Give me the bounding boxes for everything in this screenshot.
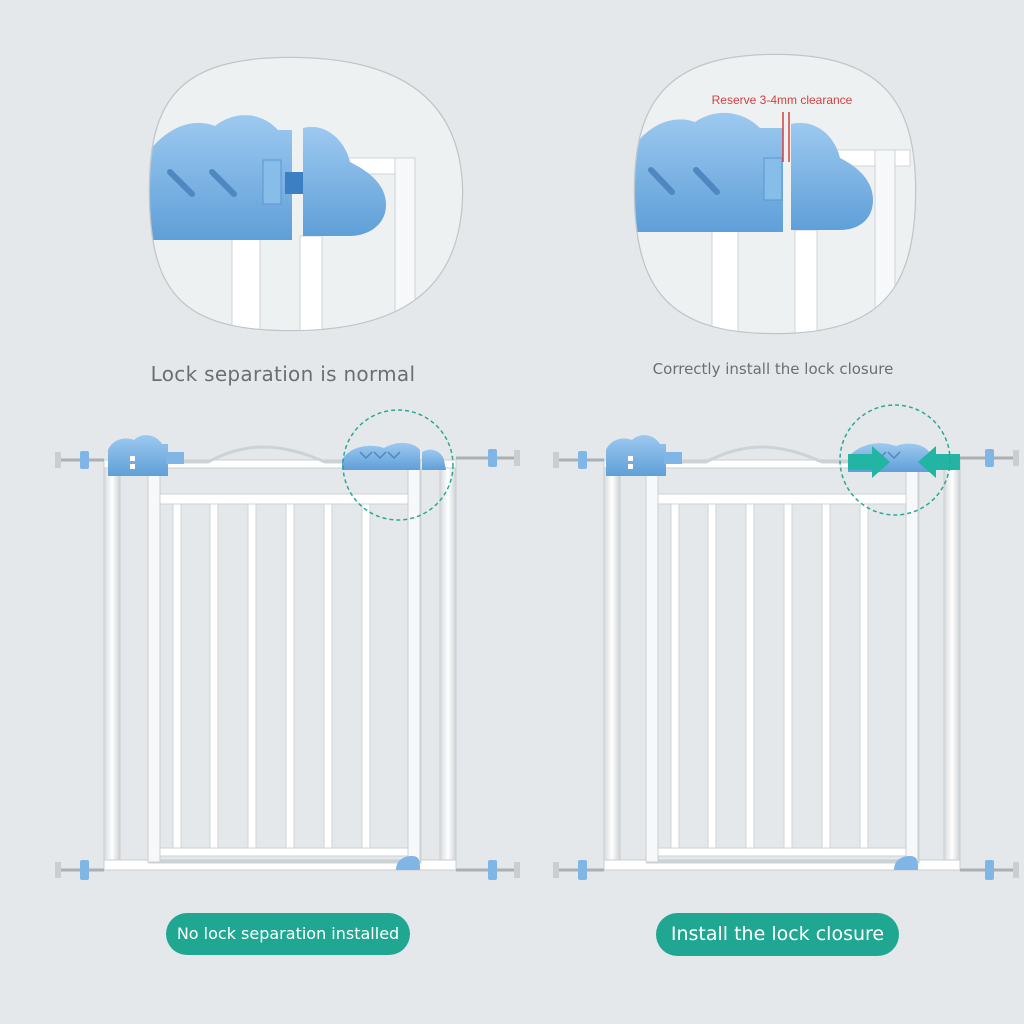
label-pill-install-lock-closure: Install the lock closure (656, 913, 899, 956)
zoom-bubble-closed (633, 53, 917, 335)
push-right-arrow-icon (848, 446, 890, 478)
caption-lock-separation-normal: Lock separation is normal (150, 362, 416, 386)
zoom-bubble-separated (148, 56, 464, 332)
caption-correct-install: Correctly install the lock closure (652, 360, 894, 378)
clearance-note: Reserve 3-4mm clearance (711, 93, 853, 107)
label-pill-no-lock-separation: No lock separation installed (166, 913, 410, 955)
gate-separated (55, 409, 520, 880)
gate-closed (553, 404, 1019, 880)
